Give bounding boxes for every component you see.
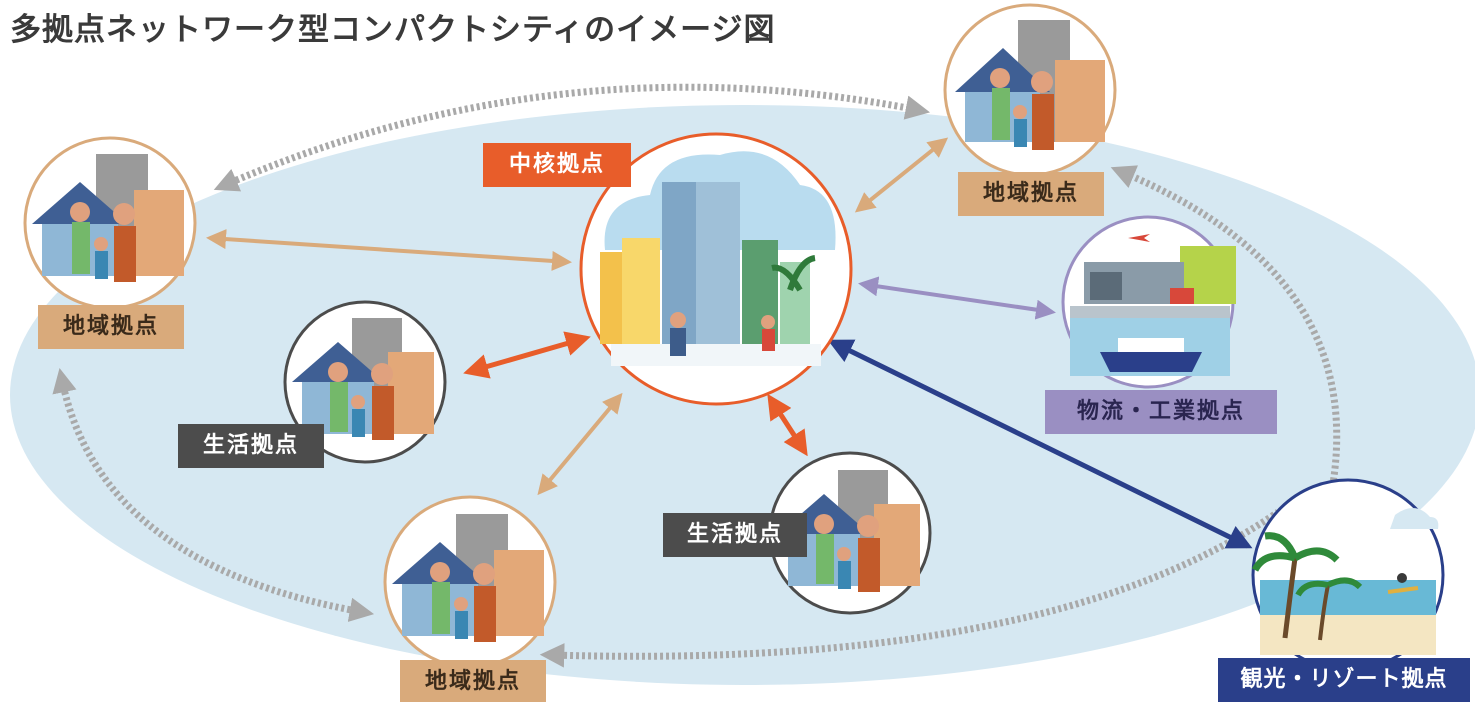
dotted-connector-top [213, 83, 931, 192]
node-regional-left [23, 136, 197, 310]
label-regional-bottom: 地域拠点 [400, 660, 546, 702]
page-title: 多拠点ネットワーク型コンパクトシティのイメージ図 [10, 12, 776, 48]
arrow-core-regional-bottom [537, 392, 623, 496]
label-living-left: 生活拠点 [178, 424, 324, 468]
label-regional-left: 地域拠点 [38, 305, 184, 349]
arrow-core-living-left [463, 331, 591, 379]
label-logistics: 物流・工業拠点 [1045, 390, 1277, 434]
node-logistics [1061, 215, 1236, 389]
node-resort [1251, 478, 1445, 672]
arrow-core-regional-left [206, 229, 572, 271]
dotted-connector-right [1110, 165, 1341, 511]
node-living-left [283, 300, 447, 464]
solid-connectors [206, 137, 1253, 549]
label-core: 中核拠点 [483, 143, 631, 187]
arrow-core-resort [827, 339, 1253, 549]
node-regional-top-right [943, 3, 1117, 177]
city-skyline-icon [600, 151, 836, 366]
family-houses-icon [292, 318, 434, 440]
arrow-core-logistics [858, 276, 1056, 320]
label-regional-top-right: 地域拠点 [958, 172, 1104, 216]
label-resort: 観光・リゾート拠点 [1218, 658, 1470, 702]
dotted-connector-left [52, 368, 375, 622]
family-houses-icon [392, 514, 544, 642]
dotted-connectors [52, 83, 1341, 668]
arrow-core-living-right [767, 393, 808, 457]
dotted-connector-bottom [539, 509, 1280, 668]
arrow-core-regional-top-right [854, 137, 949, 213]
node-living-right [768, 451, 932, 615]
family-houses-icon [778, 470, 920, 592]
port-factory-icon [1070, 234, 1236, 376]
family-houses-icon [32, 154, 184, 282]
node-regional-bottom [383, 495, 557, 669]
palm-beach-icon [1251, 507, 1439, 655]
label-living-right: 生活拠点 [663, 513, 807, 557]
node-core [579, 132, 853, 406]
family-houses-icon [955, 20, 1105, 150]
